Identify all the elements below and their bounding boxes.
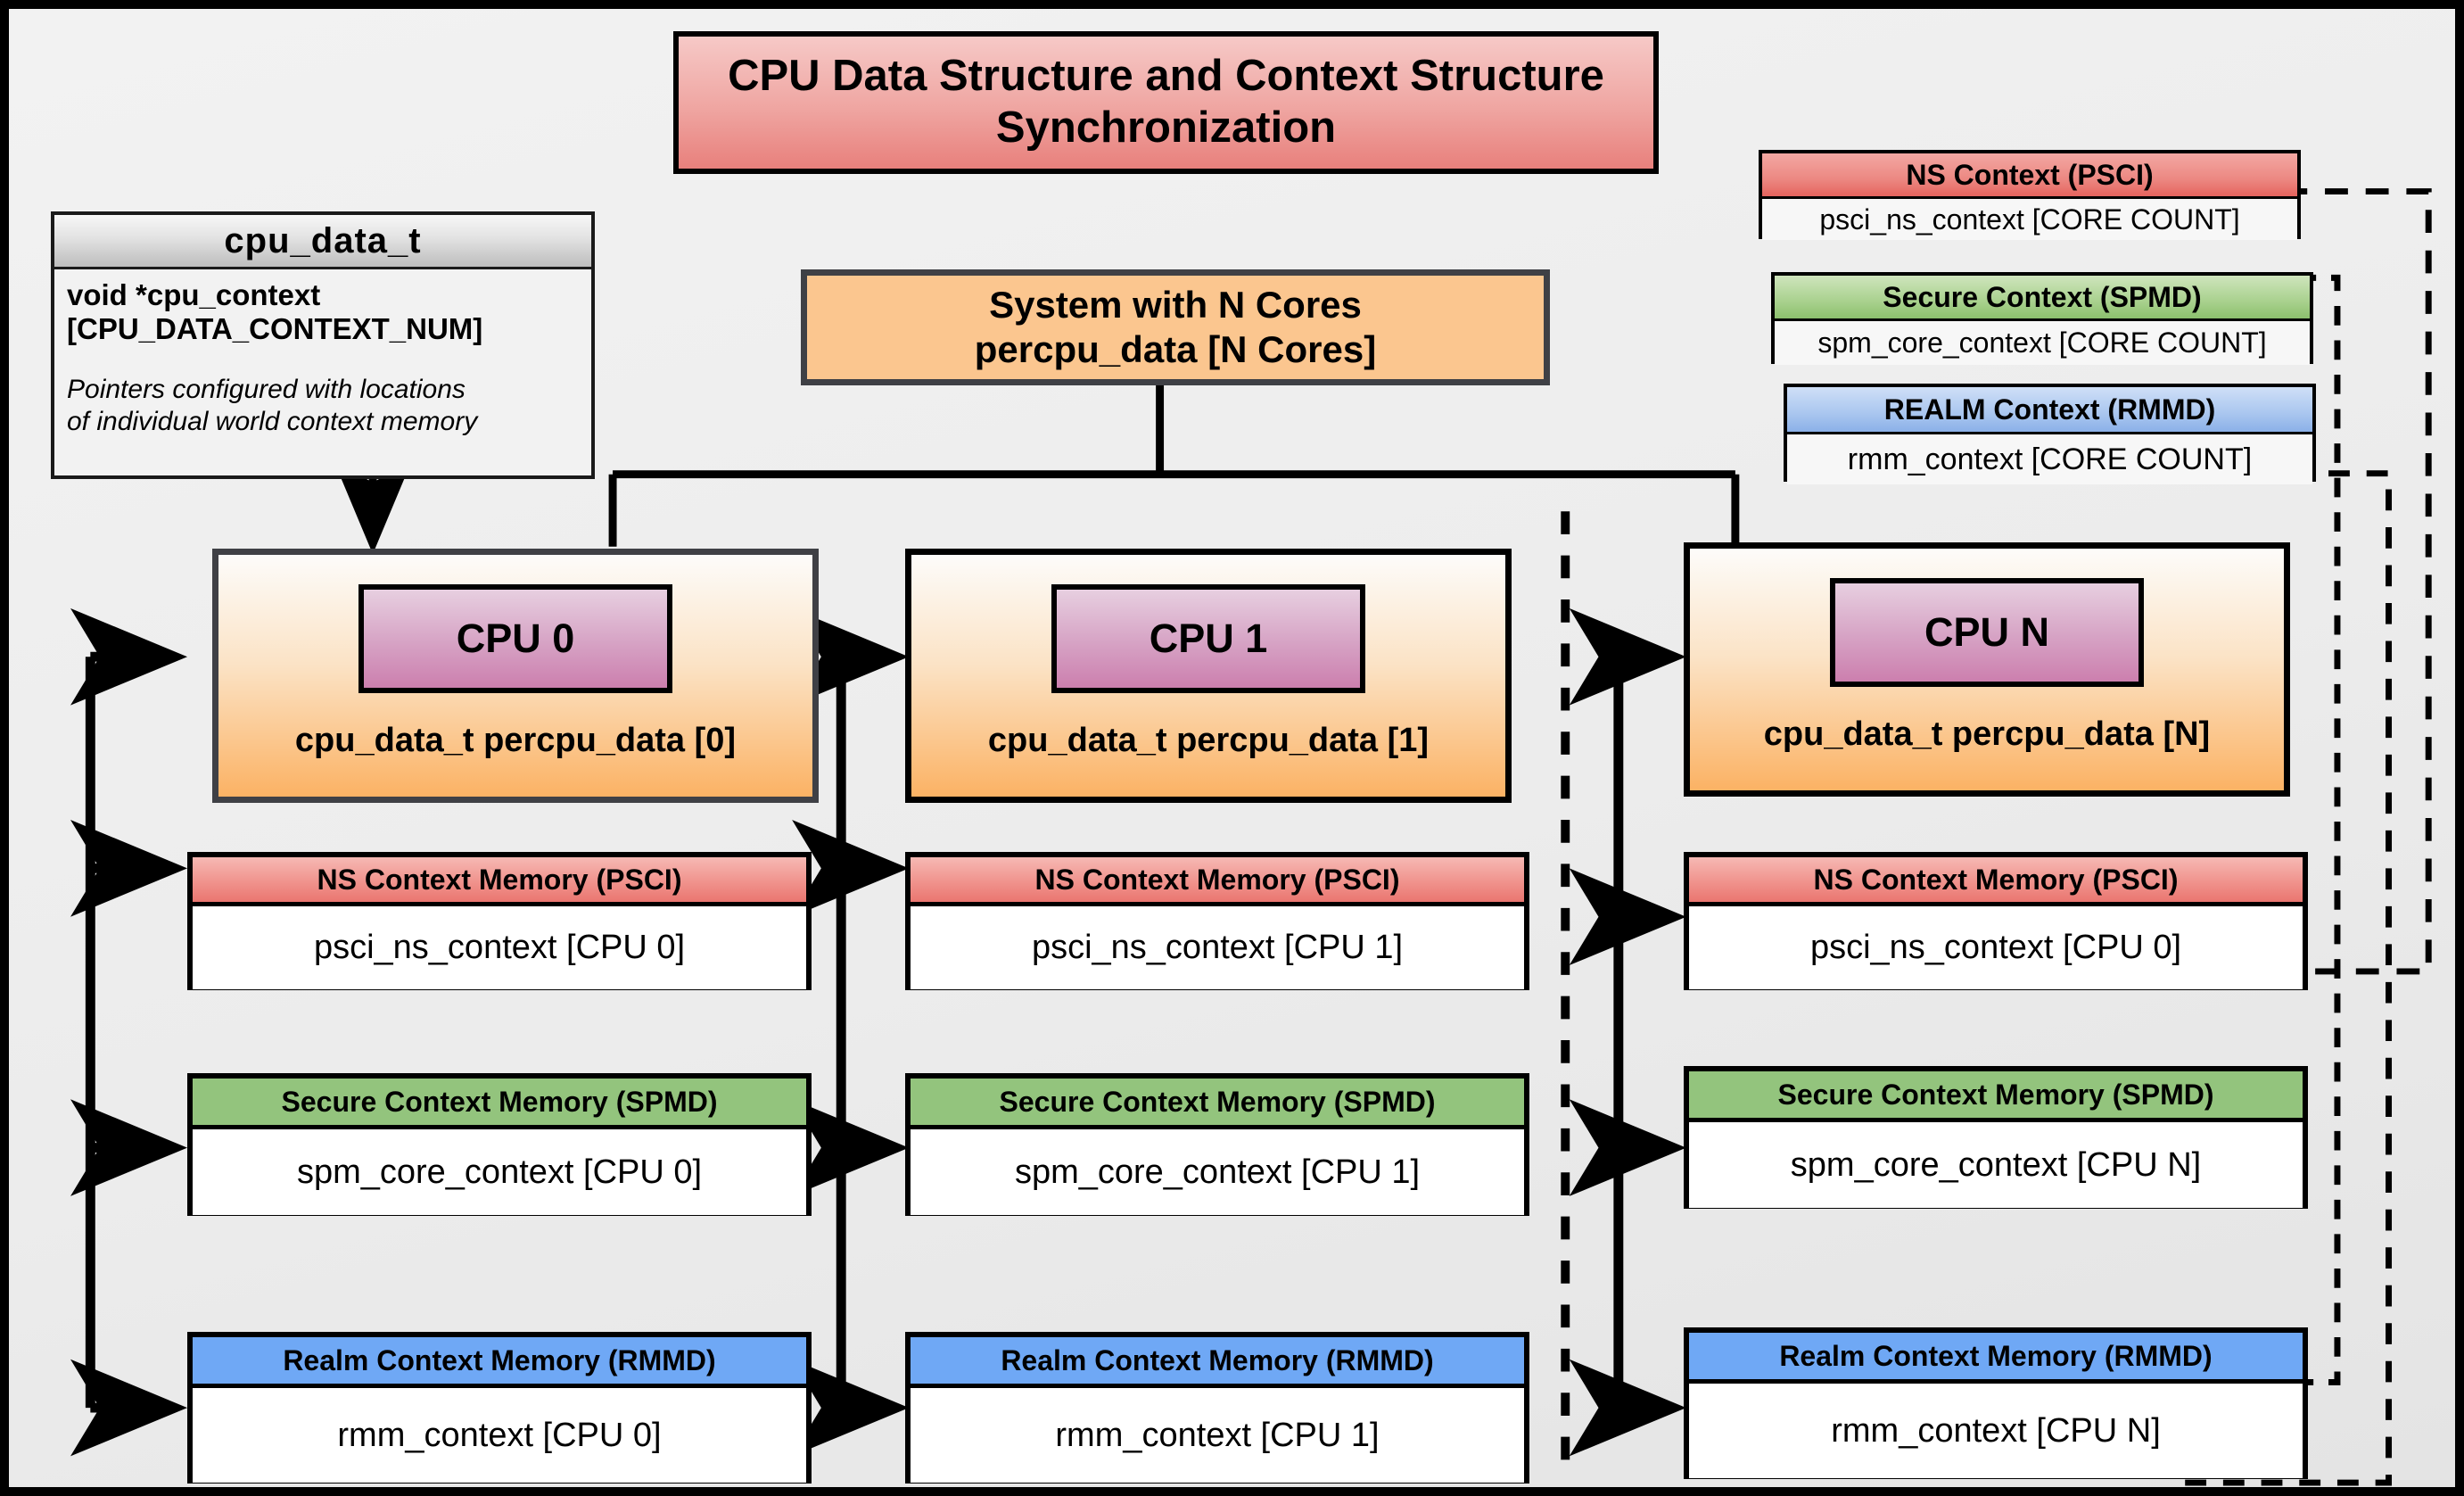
ctx-body-n-ns: psci_ns_context [CPU 0] [1689,906,2303,989]
cpu-data-struct-header: cpu_data_t [54,215,591,269]
ctx-card-n-ns: NS Context Memory (PSCI) psci_ns_context… [1684,852,2308,990]
cpu-chip-n: CPU N [1830,578,2144,687]
ctx-card-n-realm: Realm Context Memory (RMMD) rmm_context … [1684,1327,2308,1479]
legend-realm-body: rmm_context [CORE COUNT] [1787,434,2312,484]
cpu0-pointer-bus [70,607,188,1457]
ctx-head-n-realm: Realm Context Memory (RMMD) [1689,1333,2303,1384]
ctx-body-0-ns: psci_ns_context [CPU 0] [193,906,806,989]
ctx-card-1-realm: Realm Context Memory (RMMD) rmm_context … [905,1332,1529,1484]
cpu-card-1: CPU 1 cpu_data_t percpu_data [1] [905,549,1512,803]
legend-ns-body: psci_ns_context [CORE COUNT] [1762,199,2297,240]
ctx-head-1-realm: Realm Context Memory (RMMD) [911,1337,1524,1388]
legend-secure-header: Secure Context (SPMD) [1775,276,2310,321]
system-line2: percpu_data [N Cores] [974,328,1377,370]
ctx-card-0-secure: Secure Context Memory (SPMD) spm_core_co… [187,1073,812,1216]
legend-card-realm: REALM Context (RMMD) rmm_context [CORE C… [1784,384,2316,484]
system-box: System with N Cores percpu_data [N Cores… [801,269,1550,385]
ctx-body-1-secure: spm_core_context [CPU 1] [911,1129,1524,1215]
page-title-line1: CPU Data Structure and Context Structure [728,52,1604,101]
legend-secure-body: spm_core_context [CORE COUNT] [1775,321,2310,365]
ctx-body-1-ns: psci_ns_context [CPU 1] [911,906,1524,989]
cpu-chip-0: CPU 0 [358,584,672,693]
ctx-card-1-ns: NS Context Memory (PSCI) psci_ns_context… [905,852,1529,990]
page-title: CPU Data Structure and Context Structure… [673,31,1659,174]
ctx-head-0-ns: NS Context Memory (PSCI) [193,857,806,906]
ctx-head-1-ns: NS Context Memory (PSCI) [911,857,1524,906]
page-title-line2: Synchronization [995,103,1337,152]
cpu-card-n: CPU N cpu_data_t percpu_data [N] [1684,542,2290,797]
ctx-head-1-secure: Secure Context Memory (SPMD) [911,1079,1524,1129]
legend-card-secure: Secure Context (SPMD) spm_core_context [… [1771,272,2313,365]
ctx-body-0-realm: rmm_context [CPU 0] [193,1388,806,1483]
legend-realm-header: REALM Context (RMMD) [1787,387,2312,434]
ctx-head-n-secure: Secure Context Memory (SPMD) [1689,1071,2303,1122]
ctx-card-0-ns: NS Context Memory (PSCI) psci_ns_context… [187,852,812,990]
cpu1-pointer-bus [792,607,910,1457]
cpu-chip-1: CPU 1 [1051,584,1365,693]
legend-card-ns: NS Context (PSCI) psci_ns_context [CORE … [1759,150,2301,240]
ctx-card-0-realm: Realm Context Memory (RMMD) rmm_context … [187,1332,812,1484]
ctx-head-n-ns: NS Context Memory (PSCI) [1689,857,2303,906]
cpu-card-0: CPU 0 cpu_data_t percpu_data [0] [212,549,819,803]
cpu-data-note-line2: of individual world context memory [67,406,478,436]
cpu-data-field-line1: void *cpu_context [67,278,321,311]
ctx-head-0-secure: Secure Context Memory (SPMD) [193,1079,806,1129]
ctx-body-n-secure: spm_core_context [CPU N] [1689,1122,2303,1208]
ctx-body-1-realm: rmm_context [CPU 1] [911,1388,1524,1483]
ctx-head-0-realm: Realm Context Memory (RMMD) [193,1337,806,1388]
cpu-data-note-line1: Pointers configured with locations [67,374,466,404]
cpu-sub-0: cpu_data_t percpu_data [0] [294,722,737,759]
ctx-body-0-secure: spm_core_context [CPU 0] [193,1129,806,1215]
ctx-body-n-realm: rmm_context [CPU N] [1689,1384,2303,1478]
legend-ns-header: NS Context (PSCI) [1762,153,2297,199]
cpu-data-field-line2: [CPU_DATA_CONTEXT_NUM] [67,312,483,346]
cpu-sub-1: cpu_data_t percpu_data [1] [987,722,1430,759]
system-line1: System with N Cores [989,283,1362,326]
cpu-data-struct-box: cpu_data_t void *cpu_context [CPU_DATA_C… [51,211,595,479]
system-to-cpu-tree [608,382,1740,547]
cpu-sub-n: cpu_data_t percpu_data [N] [1763,715,2211,753]
ctx-card-1-secure: Secure Context Memory (SPMD) spm_core_co… [905,1073,1529,1216]
cpu-data-struct-body: void *cpu_context [CPU_DATA_CONTEXT_NUM]… [54,269,591,447]
ctx-card-n-secure: Secure Context Memory (SPMD) spm_core_co… [1684,1066,2308,1209]
cpun-pointer-bus [1569,607,1686,1457]
